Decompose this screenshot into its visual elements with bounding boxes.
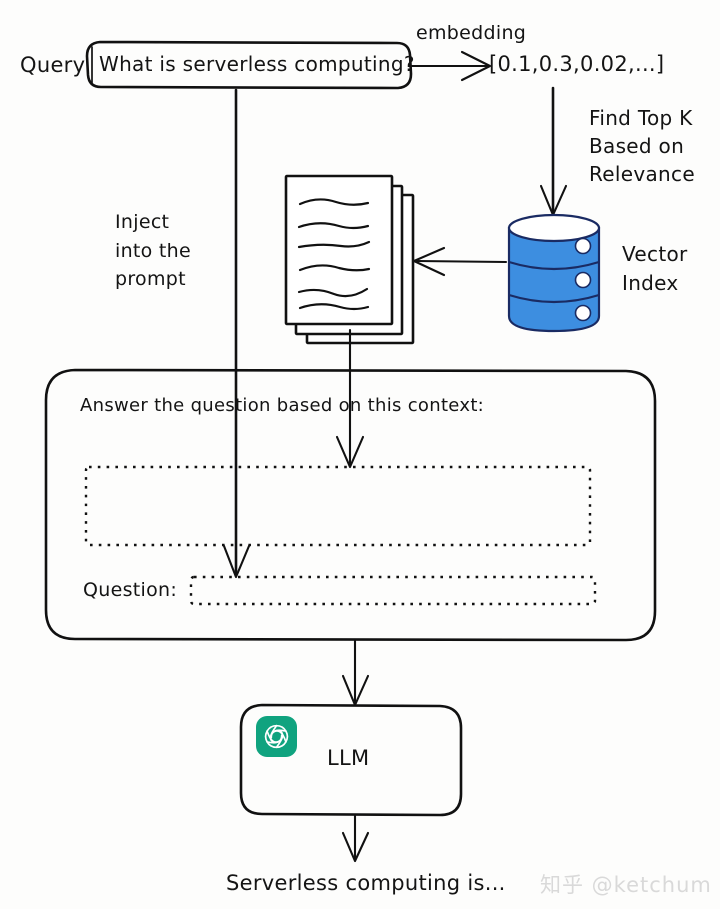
cylinder-led-1	[574, 237, 592, 255]
find-top-k-label-line2: Based on	[589, 134, 685, 158]
output-text: Serverless computing is...	[226, 871, 506, 895]
find-top-k-label-line3: Relevance	[589, 162, 695, 186]
context-slot-shape	[84, 465, 592, 547]
prompt-instruction-text: Answer the question based on this contex…	[80, 395, 485, 416]
query-label: Query	[20, 53, 86, 77]
edge-index-to-documents	[412, 246, 508, 277]
vector-index-label-line1: Vector	[622, 242, 688, 266]
embedding-vector-value: [0.1,0.3,0.02,...]	[489, 52, 665, 76]
cylinder-led-2	[574, 271, 592, 289]
edge-query-to-embedding	[410, 50, 492, 82]
inject-label-line1: Inject	[115, 211, 170, 233]
vector-index-label-line2: Index	[622, 271, 679, 295]
watermark: 知乎 @ketchum	[540, 873, 712, 897]
question-slot-shape	[189, 575, 597, 606]
llm-label: LLM	[327, 746, 370, 770]
edge-query-to-question	[222, 88, 251, 579]
document-page-front	[284, 174, 394, 326]
query-box-shape	[85, 40, 413, 90]
edge-documents-to-context	[335, 328, 365, 469]
edge-embedding-to-index	[539, 86, 568, 217]
openai-logo-icon	[256, 716, 297, 757]
cylinder-led-3	[574, 304, 592, 322]
prompt-box-shape	[44, 368, 657, 642]
edge-llm-to-output	[341, 814, 370, 863]
query-text: What is serverless computing?	[99, 52, 415, 76]
llm-box-shape	[239, 703, 463, 817]
inject-label-line2: into the	[115, 240, 192, 262]
embedding-label: embedding	[416, 22, 527, 44]
vector-index-cylinder	[507, 213, 601, 333]
inject-label-line3: prompt	[115, 268, 186, 290]
edge-prompt-to-llm	[341, 639, 370, 707]
find-top-k-label-line1: Find Top K	[589, 106, 693, 130]
question-label: Question:	[83, 579, 178, 601]
